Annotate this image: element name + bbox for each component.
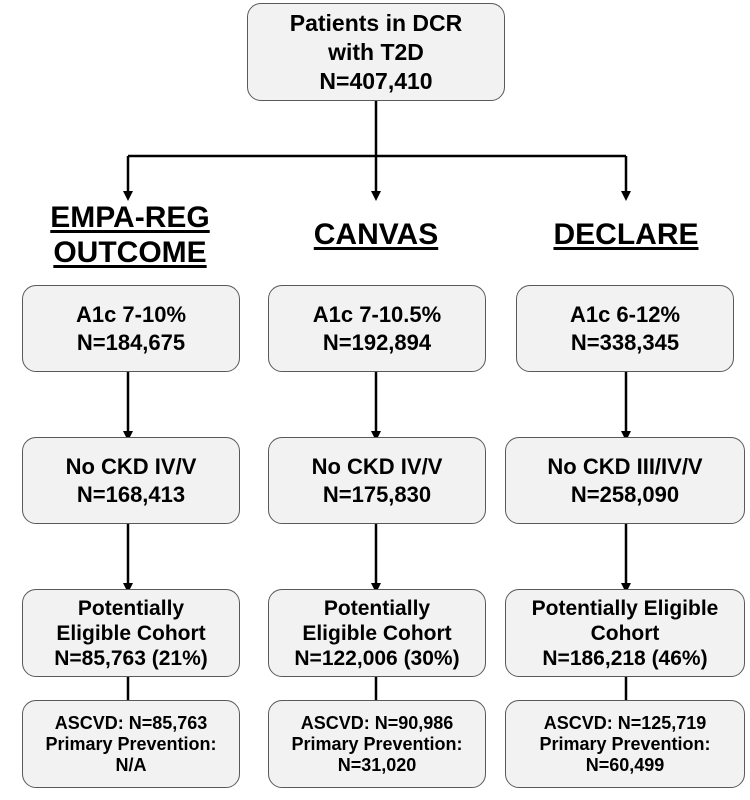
empa-a1c-line-2: N=184,675 [76,329,186,355]
empa-eligible-line-1: Potentially [77,596,185,620]
canvas-ascvd-line-1: ASCVD: N=90,986 [300,712,454,733]
box-empa-ckd: No CKD IV/V N=168,413 [22,437,240,524]
box-canvas-ckd: No CKD IV/V N=175,830 [268,437,486,524]
heading-empa-reg-outcome: EMPA-REG OUTCOME [25,200,235,270]
box-declare-a1c: A1c 6-12% N=338,345 [516,285,734,372]
canvas-eligible-line-1: Potentially [323,596,431,620]
box-empa-eligible: Potentially Eligible Cohort N=85,763 (21… [22,589,240,677]
empa-eligible-line-3: N=85,763 (21%) [54,646,208,670]
box-empa-a1c: A1c 7-10% N=184,675 [22,285,240,372]
box-canvas-ascvd: ASCVD: N=90,986 Primary Prevention: N=31… [268,700,486,788]
canvas-a1c-line-2: N=192,894 [322,329,432,355]
heading-declare-line-1: DECLARE [553,218,699,251]
declare-eligible-line-2: Cohort [590,621,660,645]
canvas-ascvd-line-2: Primary Prevention: [291,733,463,754]
declare-eligible-line-1: Potentially Eligible [531,596,719,620]
empa-ckd-line-1: No CKD IV/V [65,453,197,479]
declare-ascvd-line-3: N=60,499 [585,754,665,775]
box-canvas-eligible: Potentially Eligible Cohort N=122,006 (3… [268,589,486,677]
canvas-eligible-line-3: N=122,006 (30%) [294,646,460,670]
canvas-ckd-line-2: N=175,830 [322,481,432,507]
heading-declare: DECLARE [526,217,726,252]
canvas-ascvd-line-3: N=31,020 [337,754,417,775]
box-canvas-a1c: A1c 7-10.5% N=192,894 [268,285,486,372]
top-box-line-2: with T2D [328,38,424,65]
heading-canvas: CANVAS [276,217,476,252]
canvas-ckd-line-1: No CKD IV/V [311,453,443,479]
declare-a1c-line-1: A1c 6-12% [569,301,681,327]
declare-ascvd-line-2: Primary Prevention: [539,733,711,754]
canvas-eligible-line-2: Eligible Cohort [302,621,452,645]
box-declare-ckd: No CKD III/IV/V N=258,090 [505,437,745,524]
empa-ckd-line-2: N=168,413 [76,481,186,507]
declare-a1c-line-2: N=338,345 [570,329,680,355]
declare-ascvd-line-1: ASCVD: N=125,719 [543,712,707,733]
empa-ascvd-line-2: Primary Prevention: [45,733,217,754]
declare-ckd-line-2: N=258,090 [570,481,680,507]
empa-eligible-line-2: Eligible Cohort [56,621,206,645]
canvas-a1c-line-1: A1c 7-10.5% [312,301,442,327]
empa-ascvd-line-1: ASCVD: N=85,763 [54,712,208,733]
empa-a1c-line-1: A1c 7-10% [75,301,187,327]
top-box-patients: Patients in DCR with T2D N=407,410 [247,3,505,101]
top-box-line-3: N=407,410 [319,67,433,94]
box-declare-eligible: Potentially Eligible Cohort N=186,218 (4… [505,589,745,677]
heading-empa-line-1: EMPA-REG [50,201,210,234]
empa-ascvd-line-3: N/A [115,754,147,775]
declare-ckd-line-1: No CKD III/IV/V [547,453,703,479]
box-declare-ascvd: ASCVD: N=125,719 Primary Prevention: N=6… [505,700,745,788]
heading-canvas-line-1: CANVAS [313,218,439,251]
box-empa-ascvd: ASCVD: N=85,763 Primary Prevention: N/A [22,700,240,788]
declare-eligible-line-3: N=186,218 (46%) [542,646,708,670]
heading-empa-line-2: OUTCOME [53,236,207,269]
top-box-line-1: Patients in DCR [289,9,463,36]
